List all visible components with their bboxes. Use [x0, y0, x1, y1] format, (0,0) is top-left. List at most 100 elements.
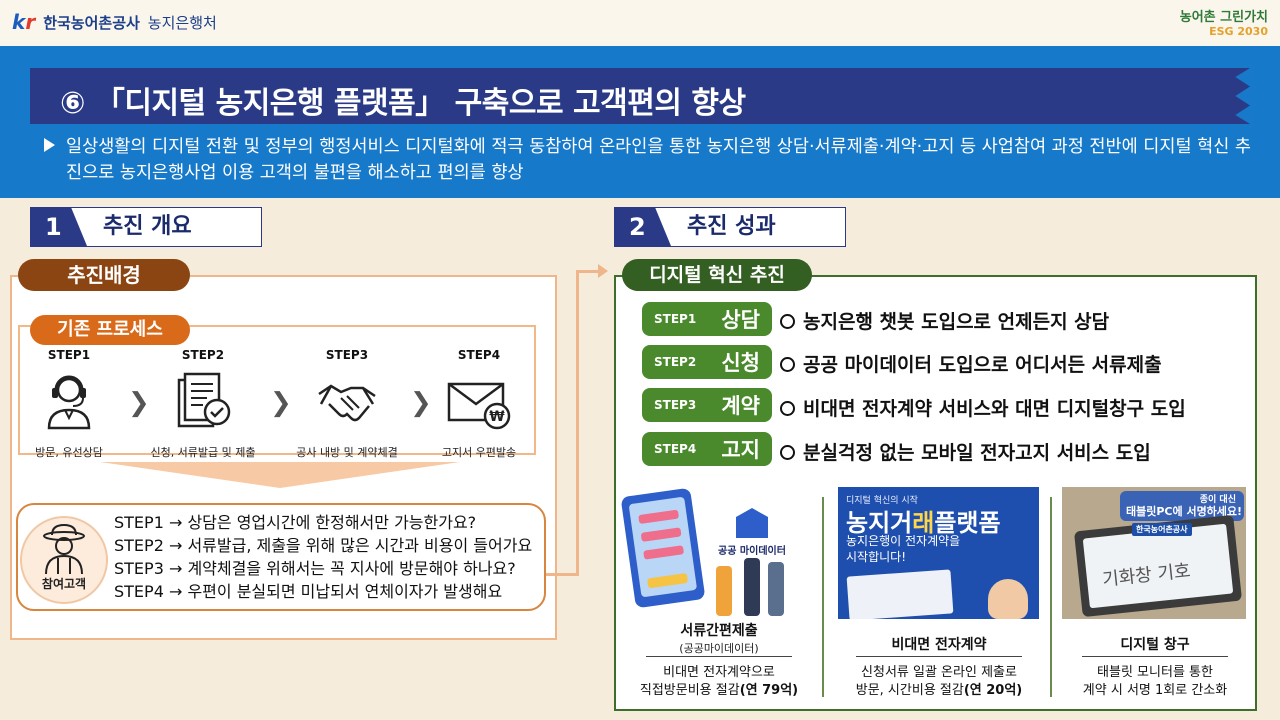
card-divider — [1050, 497, 1052, 697]
tablet-sign-photo: 종이 대신 태블릿PC에 서명하세요! 한국농어촌공사 기화창 기호 — [1062, 487, 1246, 619]
customer-voice-box — [16, 503, 546, 611]
card-3-underline — [1082, 656, 1228, 657]
sign-big-text: 태블릿PC에 서명하세요! — [1126, 505, 1243, 518]
chevron-right-icon: ❯ — [128, 388, 150, 418]
step-caption: 고지서 우편발송 — [441, 446, 517, 459]
farmer-icon — [43, 523, 85, 575]
step-desc-text: 비대면 전자계약 서비스와 대면 디지털창구 도입 — [803, 398, 1186, 420]
esg-year: ESG 2030 — [1209, 25, 1268, 38]
step-badge-key: STEP3 — [654, 398, 697, 412]
card-3-desc: 태블릿 모니터를 통한 계약 시 서명 1회로 간소화 — [1060, 664, 1250, 700]
esg-slogan: 농어촌 그린가치 — [1179, 10, 1268, 25]
step-desc-2: 공공 마이데이터 도입으로 어디서든 서류제출 — [780, 350, 1162, 377]
card-desc-line: 계약 시 서명 1회로 간소화 — [1082, 683, 1228, 698]
step-badge-2: STEP2 신청 — [642, 345, 772, 379]
card-desc-line: 방문, 시간비용 절감 — [855, 683, 964, 698]
customer-voice-line: STEP4 → 우편이 분실되면 미납되서 연체이자가 발생해요 — [114, 582, 503, 601]
mydata-logo: 공공 마이데이터 — [712, 508, 792, 557]
top-header: kr 한국농어촌공사 농지은행처 농어촌 그린가치 ESG 2030 — [0, 0, 1280, 46]
section-2-header: 2 추진 성과 — [614, 207, 846, 247]
process-step-4: STEP4 ₩ 고지서 우편발송 — [414, 348, 544, 460]
title-bar — [30, 68, 1250, 124]
document-check-icon — [177, 372, 231, 428]
customer-voice-line: STEP1 → 상담은 영업시간에 한정해서만 가능한가요? — [114, 513, 477, 532]
handshake-icon — [318, 384, 376, 422]
customer-circle: 참여고객 — [20, 516, 108, 604]
promo-title-highlight: 래 — [912, 509, 935, 537]
card-3-title: 디지털 창구 — [1120, 637, 1190, 653]
process-step-1: STEP1 방문, 유선상담 — [4, 348, 134, 460]
funnel-arrow — [100, 462, 460, 488]
process-step-3: STEP3 공사 내방 및 계약체결 — [282, 348, 412, 460]
chevron-right-icon: ❯ — [410, 388, 432, 418]
card-desc-line: 비대면 전자계약으로 — [663, 665, 775, 680]
card-1-title: 서류간편제출 — [680, 623, 758, 639]
circle-bullet-icon — [780, 357, 795, 372]
envelope-won-icon: ₩ — [447, 382, 511, 430]
card-desc-line: 직접방문비용 절감 — [639, 683, 740, 698]
bullet-triangle-icon — [44, 138, 55, 152]
innovation-label: 디지털 혁신 추진 — [622, 259, 812, 291]
card-desc-line: 신청서류 일괄 온라인 제출로 — [861, 665, 1017, 680]
sign-small-text: 종이 대신 — [1199, 495, 1236, 505]
section-2-number: 2 — [615, 208, 671, 246]
step-desc-3: 비대면 전자계약 서비스와 대면 디지털창구 도입 — [780, 394, 1186, 421]
promo-lines: 농지은행이 전자계약을 시작합니다! — [846, 533, 960, 565]
card-divider — [822, 497, 824, 697]
promo-small-text: 디지털 혁신의 시작 — [846, 496, 918, 506]
section-1-title: 추진 개요 — [103, 214, 192, 239]
background-label: 추진배경 — [18, 259, 190, 291]
logo-dept-name: 농지은행처 — [147, 13, 217, 32]
connector-line — [576, 271, 579, 576]
mydata-logo-icon — [736, 508, 768, 538]
step-desc-text: 농지은행 챗봇 도입으로 언제든지 상담 — [803, 311, 1110, 333]
step-label: STEP1 — [47, 348, 91, 362]
platform-promo-image: 디지털 혁신의 시작 농지거래플랫폼 농지은행이 전자계약을 시작합니다! — [838, 487, 1039, 619]
circle-bullet-icon — [780, 401, 795, 416]
card-1-desc: 비대면 전자계약으로 직접방문비용 절감(연 79억) — [624, 664, 814, 700]
section-2-title: 추진 성과 — [687, 214, 776, 239]
step-badge-key: STEP4 — [654, 442, 697, 456]
section-1-number: 1 — [31, 208, 87, 246]
logo-mark: kr — [12, 10, 36, 34]
step-badge-4: STEP4 고지 — [642, 432, 772, 466]
promo-title-part: 플랫폼 — [934, 509, 1001, 537]
customer-voice-line: STEP3 → 계약체결을 위해서는 꼭 지사에 방문해야 하나요? — [114, 559, 516, 578]
photo-org-label: 한국농어촌공사 — [1132, 523, 1192, 536]
headset-agent-icon — [47, 375, 91, 430]
customer-voice-list: STEP1 → 상담은 영업시간에 한정해서만 가능한가요? STEP2 → 서… — [114, 511, 532, 603]
card-2-underline — [856, 656, 1022, 657]
logo-org-name: 한국농어촌공사 — [43, 13, 140, 32]
circle-bullet-icon — [780, 314, 795, 329]
step-badge-word: 고지 — [721, 438, 760, 462]
connector-arrow-icon — [598, 264, 608, 278]
step-badge-word: 상담 — [721, 308, 760, 332]
process-step-2: STEP2 신청, 서류발급 및 제출 — [138, 348, 268, 460]
circle-bullet-icon — [780, 445, 795, 460]
step-desc-1: 농지은행 챗봇 도입으로 언제든지 상담 — [780, 307, 1109, 334]
card-2-title: 비대면 전자계약 — [891, 637, 987, 653]
step-caption: 공사 내방 및 계약체결 — [296, 446, 398, 459]
person-figure — [768, 562, 784, 616]
promo-title: 농지거래플랫폼 — [846, 503, 1001, 538]
card-desc-highlight: (연 79억) — [739, 683, 799, 698]
section-1-header: 1 추진 개요 — [30, 207, 262, 247]
connector-line — [546, 573, 578, 576]
chevron-right-icon: ❯ — [270, 388, 292, 418]
promo-line: 시작합니다! — [846, 550, 907, 564]
card-2-desc: 신청서류 일괄 온라인 제출로 방문, 시간비용 절감(연 20억) — [836, 664, 1042, 700]
svg-text:₩: ₩ — [489, 409, 505, 425]
step-desc-text: 공공 마이데이터 도입으로 어디서든 서류제출 — [803, 354, 1162, 376]
card-1-subtitle: (공공마이데이터) — [679, 642, 759, 655]
step-caption: 방문, 유선상담 — [35, 446, 103, 459]
process-label: 기존 프로세스 — [30, 315, 190, 345]
card-desc-highlight: (연 20억) — [963, 683, 1023, 698]
promo-title-part: 농지거 — [846, 509, 913, 537]
step-desc-text: 분실걱정 없는 모바일 전자고지 서비스 도입 — [803, 442, 1151, 464]
step-badge-3: STEP3 계약 — [642, 388, 772, 422]
page-title: ⑥ 「디지털 농지은행 플랫폼」 구축으로 고객편의 향상 — [60, 86, 746, 121]
esg-logo: 농어촌 그린가치 ESG 2030 — [1180, 6, 1268, 38]
step-badge-key: STEP1 — [654, 312, 697, 326]
intro-text: 일상생활의 디지털 전환 및 정부의 행정서비스 디지털화에 적극 동참하여 온… — [44, 134, 1254, 186]
customer-voice-line: STEP2 → 서류발급, 제출을 위해 많은 시간과 비용이 들어가요 — [114, 536, 533, 555]
